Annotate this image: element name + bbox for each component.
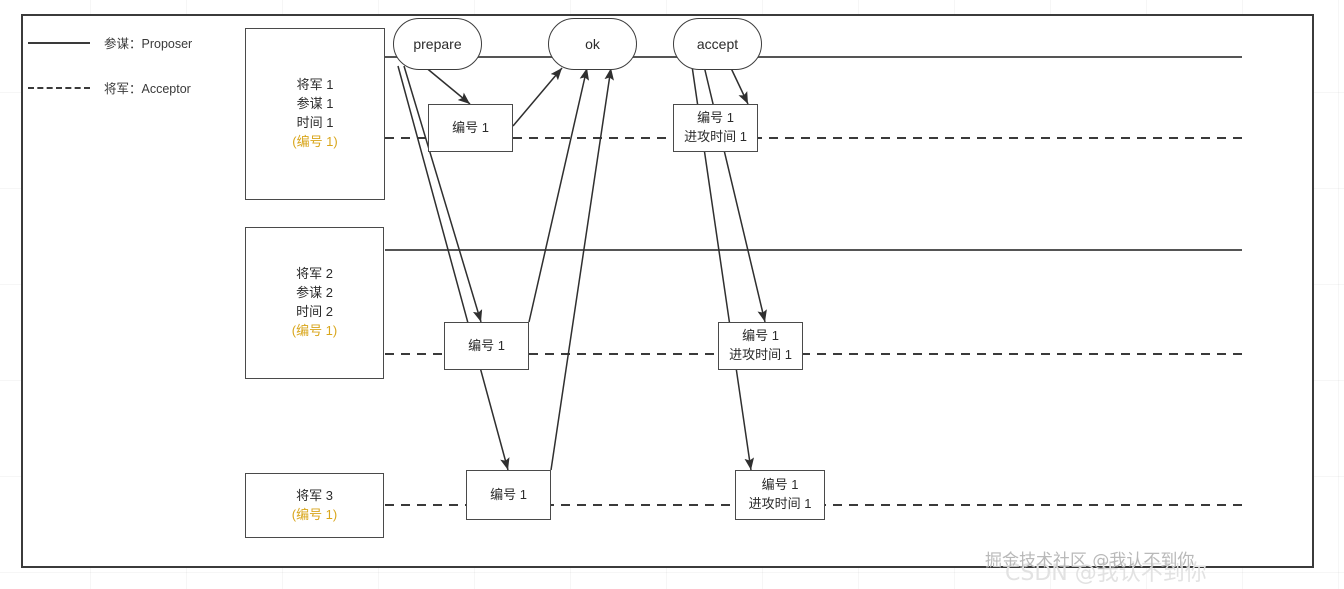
legend-dashed-line-icon: [28, 86, 90, 89]
general-1-time: 时间 1: [296, 115, 334, 130]
message-node-ok[interactable]: ok: [548, 18, 637, 70]
general-1-staff: 参谋 1: [296, 96, 334, 112]
accept-box-2[interactable]: 编号 1 进攻时间 1: [718, 322, 803, 370]
accept-box-1-line-2: 进攻时间 1: [684, 129, 747, 144]
general-state-box-1[interactable]: 将军 1 参谋 1 时间 1 (编号 1): [245, 28, 385, 200]
prepare-box-1[interactable]: 编号 1: [428, 104, 513, 152]
accept-box-1-line-1: 编号 1: [697, 110, 734, 126]
message-label-prepare: prepare: [413, 35, 462, 52]
general-1-name: 将军 1: [296, 77, 334, 93]
general-1-number: (编号 1): [292, 133, 338, 149]
general-state-box-3[interactable]: 将军 3 (编号 1): [245, 473, 384, 538]
watermark-primary: 掘金技术社区 @我认不到你: [985, 551, 1195, 571]
general-3-number: (编号 1): [291, 506, 338, 522]
message-node-accept[interactable]: accept: [673, 18, 762, 70]
accept-box-2-line-2: 进攻时间 1: [729, 347, 792, 362]
prepare-box-1-line-1: 编号 1: [452, 119, 489, 135]
accept-box-2-line-1: 编号 1: [742, 328, 779, 344]
diagram-canvas: [21, 14, 1314, 568]
general-2-staff: 参谋 2: [296, 285, 333, 301]
general-3-name: 将军 3: [296, 487, 333, 503]
prepare-box-2-line-1: 编号 1: [468, 337, 505, 353]
legend-label-acceptor: 将军：Acceptor: [104, 82, 191, 96]
message-label-accept: accept: [696, 35, 739, 52]
legend-item-proposer: 参谋：Proposer: [28, 33, 192, 52]
accept-box-3-line-2: 进攻时间 1: [748, 496, 812, 511]
watermark-secondary: CSDN @我认不到你: [1005, 561, 1207, 586]
message-node-prepare[interactable]: prepare: [393, 18, 482, 70]
prepare-box-3-line-1: 编号 1: [490, 486, 527, 502]
message-label-ok: ok: [585, 35, 600, 52]
prepare-box-2[interactable]: 编号 1: [444, 322, 529, 370]
legend-item-acceptor: 将军：Acceptor: [28, 78, 191, 97]
legend-solid-line-icon: [28, 41, 90, 44]
general-2-name: 将军 2: [296, 266, 333, 282]
accept-box-3-line-1: 编号 1: [761, 477, 799, 493]
general-state-box-2[interactable]: 将军 2 参谋 2 时间 2 (编号 1): [245, 227, 384, 379]
prepare-box-3[interactable]: 编号 1: [466, 470, 551, 520]
legend-label-proposer: 参谋：Proposer: [104, 37, 193, 51]
general-2-number: (编号 1): [291, 322, 338, 338]
general-2-time: 时间 2: [296, 304, 333, 319]
accept-box-3[interactable]: 编号 1 进攻时间 1: [735, 470, 825, 520]
accept-box-1[interactable]: 编号 1 进攻时间 1: [673, 104, 758, 152]
